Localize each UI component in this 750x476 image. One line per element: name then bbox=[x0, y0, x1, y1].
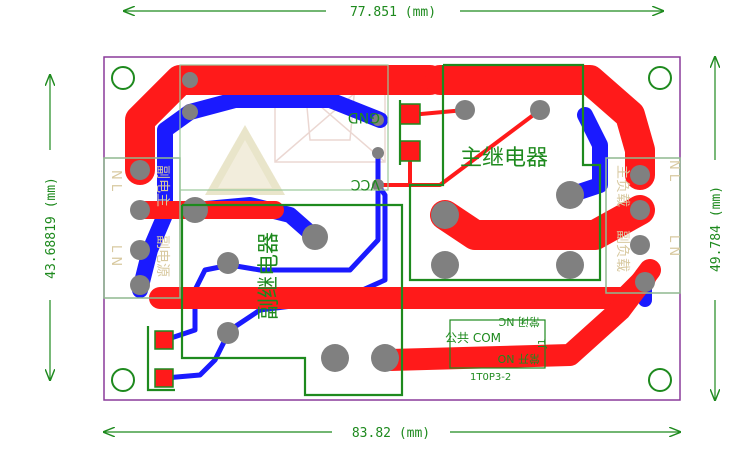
mounting-hole-bottom-right bbox=[648, 368, 672, 392]
dimension-bottom-label: 83.82 (mm) bbox=[352, 426, 430, 441]
dimension-bottom: 83.82 (mm) bbox=[104, 424, 680, 441]
warning-triangle-icon bbox=[205, 125, 285, 195]
mounting-holes bbox=[111, 66, 672, 392]
jumper-label: J1 bbox=[537, 339, 548, 349]
dimension-right-label: 49.784 (mm) bbox=[709, 186, 724, 272]
no-label: 常开 NO bbox=[497, 352, 540, 365]
dimension-top-label: 77.851 (mm) bbox=[350, 5, 436, 20]
vcc-label: VCC bbox=[351, 176, 380, 192]
left-terminal-bottom-label: L N bbox=[108, 245, 123, 266]
com-label: 公共 COM bbox=[445, 331, 501, 345]
left-terminal-cn-bottom: 副电源 bbox=[154, 235, 170, 277]
main-relay-label: 主继电器 bbox=[460, 146, 548, 171]
silkscreen-outlines bbox=[103, 63, 681, 397]
left-terminal-top-label: N L bbox=[108, 170, 123, 192]
right-terminal-top-label: N L bbox=[666, 160, 681, 182]
nc-label: 常闭 NC bbox=[498, 315, 540, 328]
mounting-hole-top-left bbox=[111, 66, 135, 90]
right-terminal-cn-bottom: 副负载 bbox=[614, 230, 630, 272]
pads bbox=[130, 72, 655, 372]
mounting-hole-top-right bbox=[648, 66, 672, 90]
sub-relay-label: 副继电器 bbox=[257, 232, 282, 320]
gnd-label: GND bbox=[348, 109, 380, 125]
left-terminal-cn-top: 副电主 bbox=[154, 165, 170, 207]
dimension-right: 49.784 (mm) bbox=[707, 57, 724, 400]
right-terminal-bottom-label: L N bbox=[666, 235, 681, 256]
square-pads bbox=[154, 103, 421, 388]
dimension-top: 77.851 (mm) bbox=[124, 3, 663, 20]
dimension-left: 43.68819 (mm) bbox=[42, 75, 59, 380]
mounting-hole-bottom-left bbox=[111, 368, 135, 392]
right-terminal-cn-top: 主负载 bbox=[614, 165, 630, 207]
footprint-label: 1T0P3-2 bbox=[470, 372, 511, 383]
dimension-left-label: 43.68819 (mm) bbox=[44, 177, 59, 279]
